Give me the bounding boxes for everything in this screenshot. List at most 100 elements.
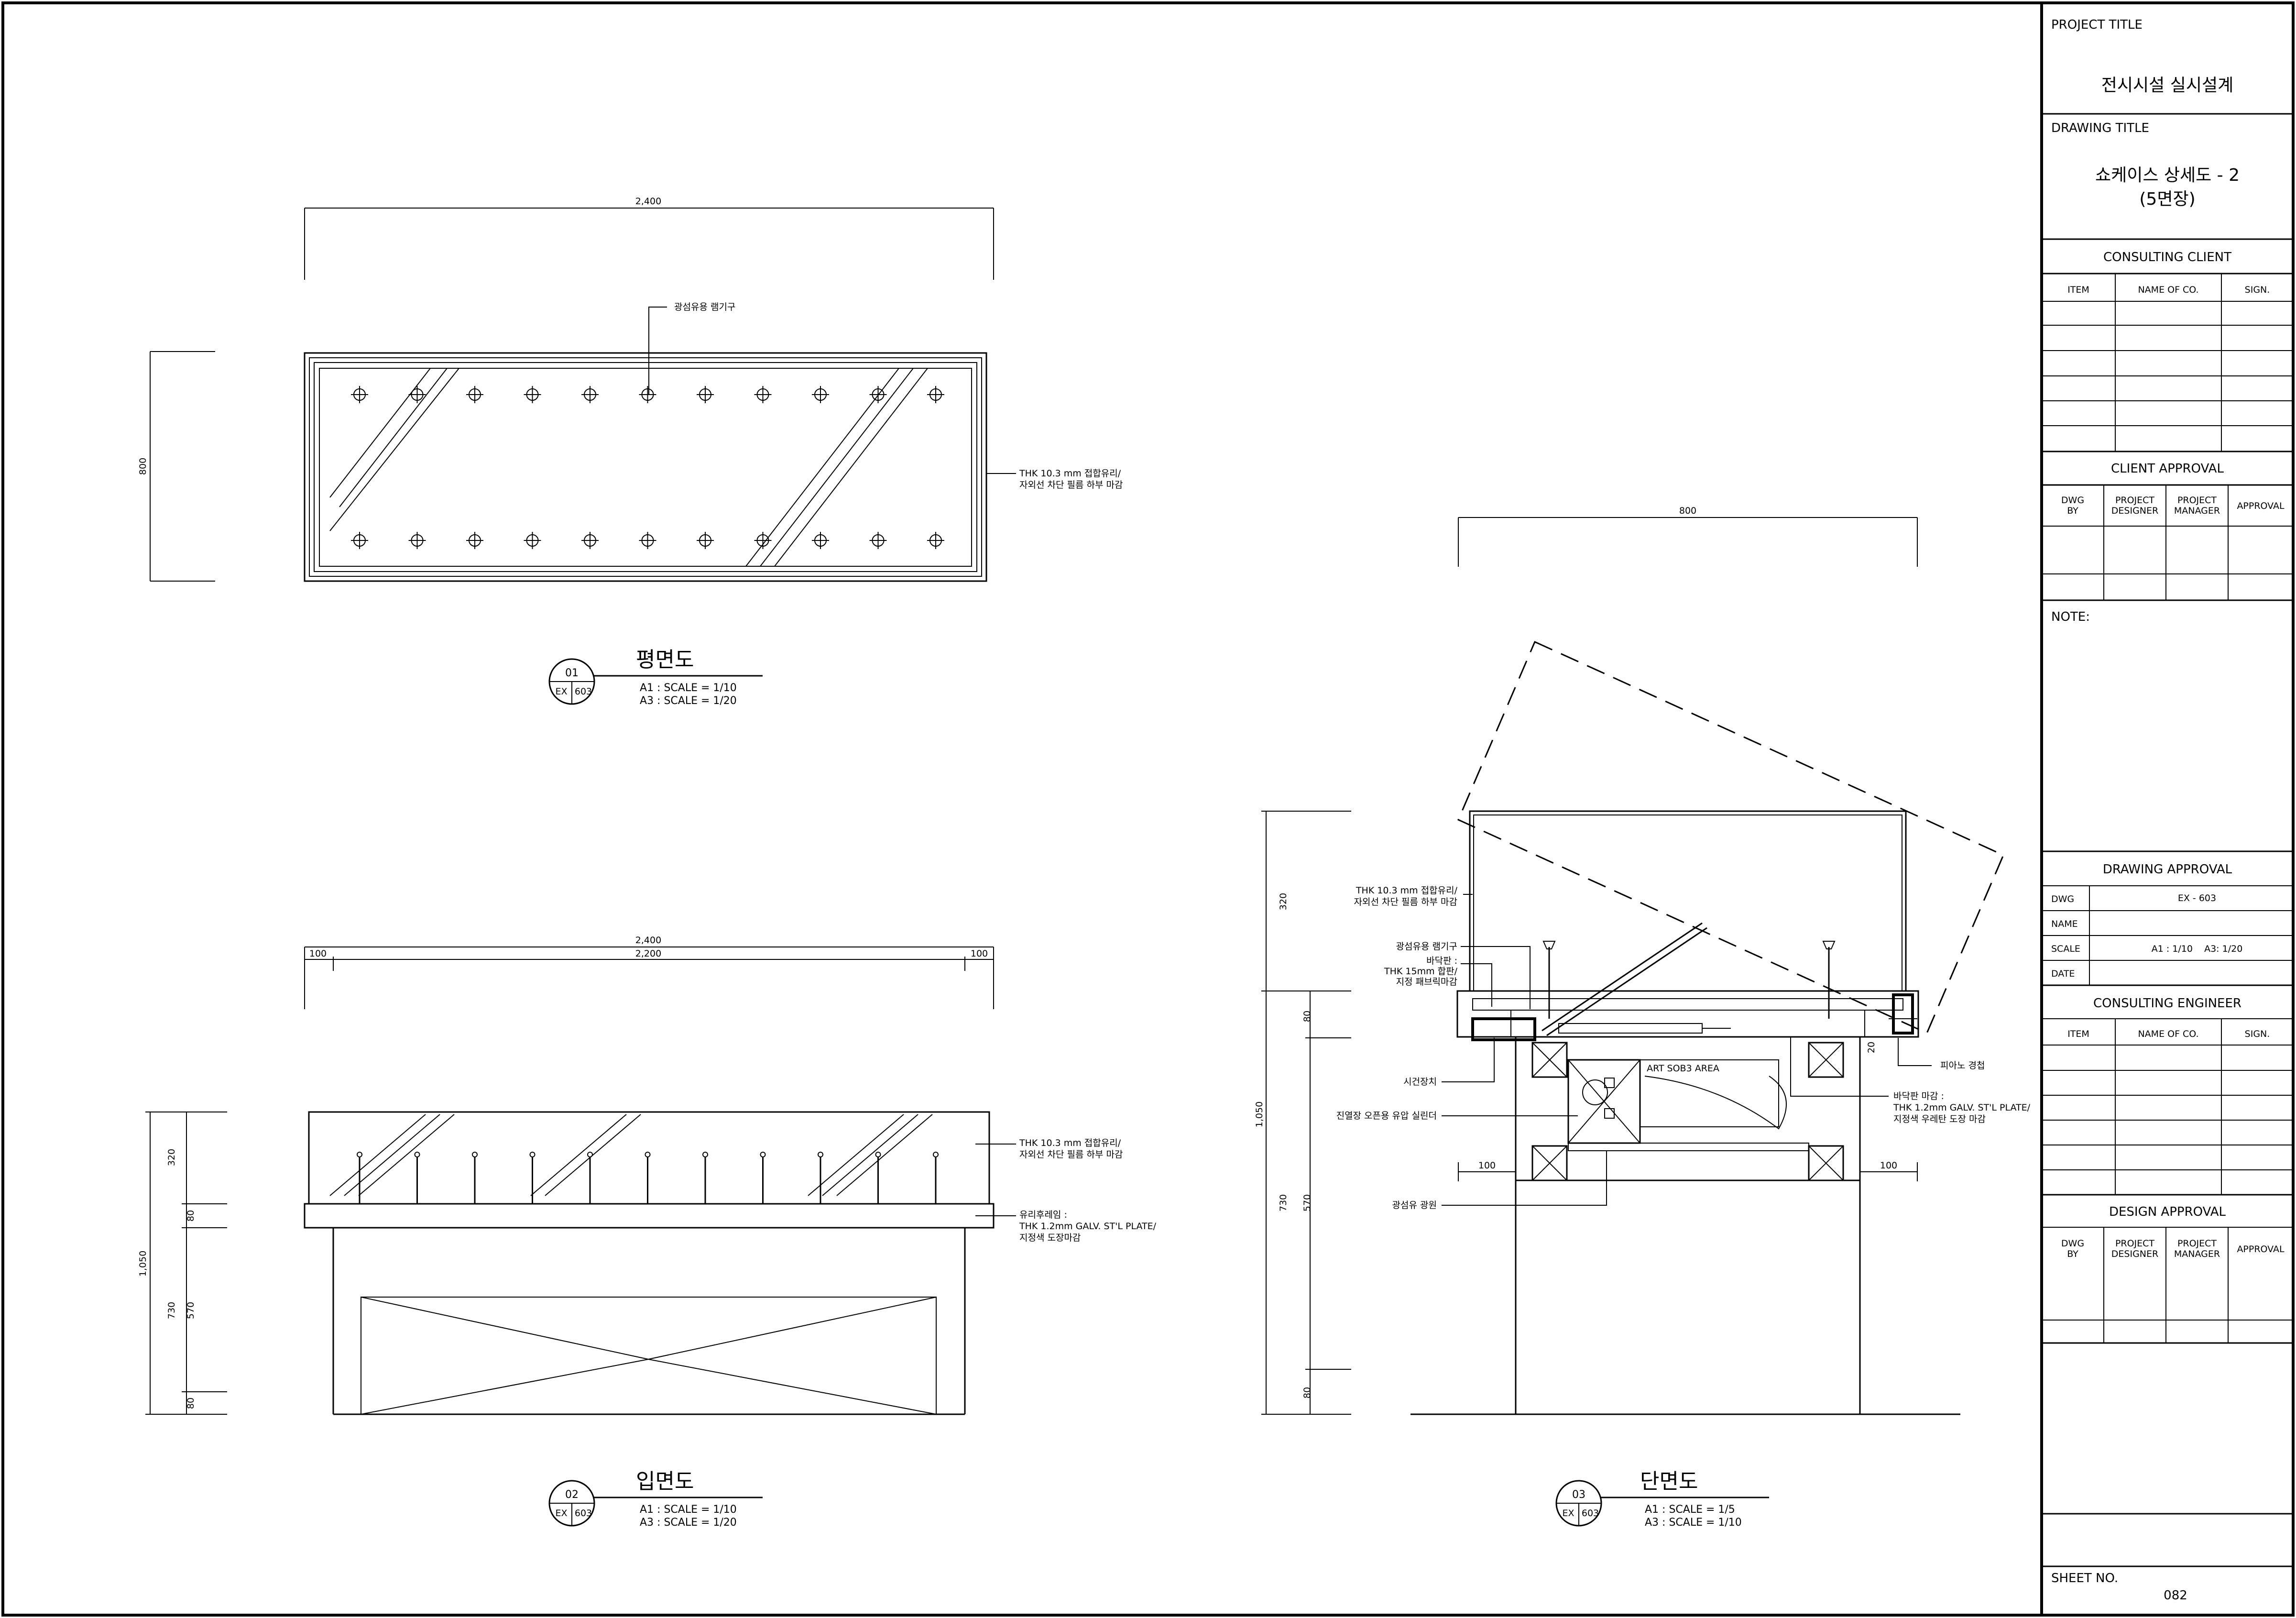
plan-light-fixture-icon <box>812 532 829 549</box>
plan-light-fixture-icon <box>639 386 656 403</box>
elev-label-glass-1: THK 10.3 mm 접합유리/ <box>1019 1138 1121 1148</box>
ca-approval: APPROVAL <box>2237 501 2285 511</box>
drawing-approval-header: DRAWING APPROVAL <box>2103 862 2232 877</box>
sect-label-hinge: 피아노 경첩 <box>1940 1060 1985 1071</box>
ca-manager-2: MANAGER <box>2174 506 2220 516</box>
plan-light-fixture-icon <box>869 386 887 403</box>
da-scale-value: A1 : 1/10 A3: 1/20 <box>2152 944 2243 954</box>
plan-light-fixture-icon <box>351 532 368 549</box>
plan-scale1: A1 : SCALE = 1/10 <box>640 682 737 694</box>
sect-v-20: 20 <box>1866 1042 1877 1053</box>
plan-light-fixture-icon <box>408 386 426 403</box>
elev-scale2: A3 : SCALE = 1/20 <box>640 1517 737 1529</box>
ce-col-name: NAME OF CO. <box>2138 1029 2198 1039</box>
sect-label-finish-3: 지정색 우레탄 도장 마감 <box>1893 1114 1986 1124</box>
plan-light-fixture-icon <box>697 386 714 403</box>
elev-light-post-icon <box>587 1152 593 1204</box>
elev-label-frame-1: 유리후레임 : <box>1019 1210 1067 1220</box>
consulting-engineer-header: CONSULTING ENGINEER <box>2093 996 2241 1011</box>
sect-title: 단면도 <box>1640 1469 1698 1494</box>
sect-label-light: 광섬유용 램기구 <box>1396 941 1457 952</box>
elev-label-frame-2: THK 1.2mm GALV. ST'L PLATE/ <box>1019 1221 1157 1232</box>
ca-dwg-2: BY <box>2067 506 2078 516</box>
drawing-title-label: DRAWING TITLE <box>2051 121 2149 135</box>
elev-light-post-icon <box>414 1152 420 1204</box>
plan-light-fixture-icon <box>812 386 829 403</box>
elev-bubble-sheet: EX <box>555 1508 567 1519</box>
sect-bubble-num: 03 <box>1572 1489 1585 1501</box>
consulting-client-header: CONSULTING CLIENT <box>2103 250 2231 264</box>
plan-dim-width: 2,400 <box>635 196 661 207</box>
plan-bubble-sheet-num: 603 <box>575 686 592 697</box>
plan-title: 평면도 <box>636 648 694 672</box>
elev-dim-left: 100 <box>309 948 327 959</box>
plan-label-glass-2: 자외선 차단 필름 하부 마감 <box>1019 480 1123 490</box>
sect-scale1: A1 : SCALE = 1/5 <box>1645 1504 1735 1516</box>
drawing-title-line2: (5면장) <box>2139 189 2195 209</box>
sect-label-finish-2: THK 1.2mm GALV. ST'L PLATE/ <box>1893 1102 2031 1113</box>
ce-col-item: ITEM <box>2067 1029 2089 1039</box>
section-view: 800 1,050 320 730 80 570 80 <box>1254 506 2031 1529</box>
sect-label-cylinder: 진열장 오픈용 유압 실린더 <box>1336 1111 1437 1121</box>
cc-col-name: NAME OF CO. <box>2138 285 2198 295</box>
design-approval-header: DESIGN APPROVAL <box>2109 1205 2226 1219</box>
elev-light-post-icon <box>645 1152 651 1204</box>
elev-v-320: 320 <box>166 1149 177 1166</box>
sect-label-floor-2: THK 15mm 합판/ <box>1384 966 1458 977</box>
elev-light-post-icon <box>760 1152 766 1204</box>
sect-label-source: 광섬유 광원 <box>1392 1200 1437 1211</box>
elev-light-post-icon <box>472 1152 478 1204</box>
title-block: PROJECT TITLE 전시시설 실시설계 DRAWING TITLE 쇼케… <box>2040 3 2293 1615</box>
da-dwg-value: EX - 603 <box>2178 893 2216 903</box>
sect-v-80b: 80 <box>1302 1387 1312 1398</box>
plan-light-fixture-icon <box>927 386 944 403</box>
plan-light-fixture-icon <box>869 532 887 549</box>
sect-v-total: 1,050 <box>1254 1101 1265 1127</box>
plan-label-glass-1: THK 10.3 mm 접합유리/ <box>1019 468 1121 479</box>
sect-label-art: ART SOB3 AREA <box>1647 1063 1719 1074</box>
sect-bubble-sheet: EX <box>1562 1508 1574 1519</box>
plan-light-fixture-icon <box>581 386 599 403</box>
plan-scale2: A3 : SCALE = 1/20 <box>640 695 737 707</box>
drawing-title-line1: 쇼케이스 상세도 - 2 <box>2095 165 2240 185</box>
elev-v-80a: 80 <box>186 1210 196 1222</box>
elev-label-glass-2: 자외선 차단 필름 하부 마감 <box>1019 1149 1123 1160</box>
elev-light-post-icon <box>818 1152 823 1204</box>
elev-bubble-num: 02 <box>565 1489 579 1501</box>
dz-dwg-1: DWG <box>2061 1238 2084 1249</box>
elev-light-post-icon <box>702 1152 708 1204</box>
sect-dim-right: 100 <box>1880 1160 1897 1171</box>
da-name-label: NAME <box>2051 919 2078 929</box>
plan-light-fixture-icon <box>697 532 714 549</box>
ce-col-sign: SIGN. <box>2245 1029 2270 1039</box>
plan-bubble-num: 01 <box>565 667 579 679</box>
note-label: NOTE: <box>2051 610 2090 624</box>
plan-light-fixture-icon <box>408 532 426 549</box>
elev-dim-right: 100 <box>971 948 988 959</box>
plan-bubble-sheet: EX <box>555 686 567 697</box>
plan-light-fixture-icon <box>351 386 368 403</box>
elev-light-post-icon <box>357 1152 362 1204</box>
elev-v-570: 570 <box>186 1302 196 1319</box>
plan-light-fixture-icon <box>927 532 944 549</box>
sect-v-80a: 80 <box>1302 1011 1312 1022</box>
sect-scale2: A3 : SCALE = 1/10 <box>1645 1517 1742 1529</box>
plan-dim-height: 800 <box>138 458 148 475</box>
elev-v-total: 1,050 <box>138 1251 148 1277</box>
sheet-no-label: SHEET NO. <box>2051 1571 2118 1585</box>
plan-light-fixture-icon <box>524 386 541 403</box>
ca-dwg-1: DWG <box>2061 495 2084 506</box>
elev-scale1: A1 : SCALE = 1/10 <box>640 1504 737 1516</box>
plan-light-fixture-icon <box>524 532 541 549</box>
ca-designer-2: DESIGNER <box>2111 506 2158 516</box>
elev-light-post-icon <box>933 1152 939 1204</box>
dz-designer-1: PROJECT <box>2115 1238 2154 1249</box>
cc-col-sign: SIGN. <box>2245 285 2270 295</box>
sect-label-floor-1: 바닥판 : <box>1426 956 1457 966</box>
elev-v-80b: 80 <box>186 1398 196 1409</box>
sect-label-floor-3: 지정 패브릭마감 <box>1396 977 1457 987</box>
dz-manager-2: MANAGER <box>2174 1249 2220 1259</box>
cc-col-item: ITEM <box>2067 285 2089 295</box>
